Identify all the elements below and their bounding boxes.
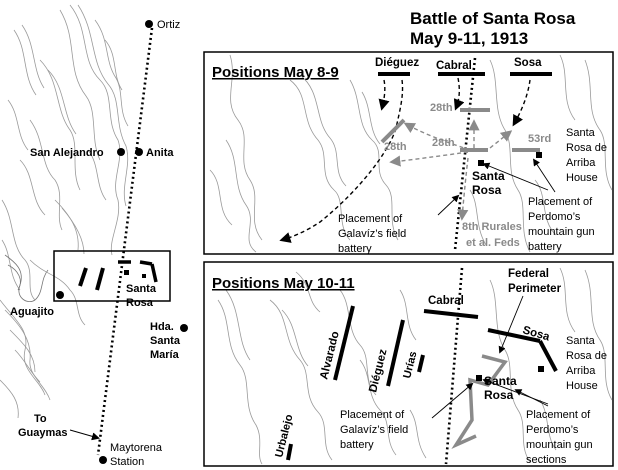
- perdomo2-label-4: sections: [526, 454, 567, 466]
- to-guaymas-label-1: To: [34, 413, 47, 425]
- federal-perimeter-line: [451, 354, 508, 450]
- santa-rosa-label-2: Rosa: [472, 183, 502, 197]
- arriba-label-4: House: [566, 172, 598, 184]
- town-aguajito-label: Aguajito: [10, 306, 54, 318]
- federal-label-2: Perimeter: [508, 283, 562, 295]
- dieguez2-line: [386, 319, 405, 387]
- town-ortiz-label: Ortiz: [157, 19, 180, 31]
- panel2-heading: Positions May 10-11: [212, 275, 355, 292]
- rurales-label-1: 8th Rurales: [462, 221, 522, 233]
- santa-rosa-marker: [478, 160, 484, 166]
- santa-rosa-label-1: Santa: [472, 169, 505, 183]
- map-title-line-2: May 9-11, 1913: [410, 29, 528, 48]
- town-hda-santa-maria-marker: [180, 324, 188, 332]
- cabral-label: Cabral: [436, 60, 472, 72]
- arriba2-label-4: House: [566, 380, 598, 392]
- sosa2-line-b: [538, 340, 558, 372]
- urbalejo-line: [286, 443, 293, 461]
- arriba-label-3: Arriba: [566, 157, 596, 169]
- arriba-house-marker: [536, 152, 542, 158]
- town-santa-rosa-label-2: Rosa: [126, 297, 154, 309]
- town-anita-marker: [135, 148, 143, 156]
- galaviz2-label-2: Galavíz’s field: [340, 424, 408, 436]
- rurales-label-2: et al. Feds: [466, 237, 520, 249]
- town-aguajito-marker: [56, 291, 64, 299]
- arriba2-label-2: Rosa de: [566, 350, 607, 362]
- town-san-alejandro-label: San Alejandro: [30, 147, 104, 159]
- sosa2-line: [487, 328, 541, 343]
- town-hda-santa-maria-label-1: Hda.: [150, 321, 174, 333]
- town-hda-santa-maria-label-3: María: [150, 349, 180, 361]
- u28-label-b: 28th: [430, 102, 453, 114]
- galaviz2-label-3: battery: [340, 439, 374, 451]
- arriba2-label-3: Arriba: [566, 365, 596, 377]
- cabral2-label: Cabral: [428, 295, 464, 307]
- town-san-alejandro-marker: [117, 148, 125, 156]
- panel-positions-may-10-11: Positions May 10-11 Alvarado Diéguez Urí…: [203, 261, 614, 467]
- panel1-heading: Positions May 8-9: [212, 64, 339, 81]
- dieguez-label: Diéguez: [375, 57, 419, 69]
- perdomo-label-4: battery: [528, 241, 562, 253]
- town-maytorena-marker: [99, 456, 107, 464]
- galaviz-label-2: Galavíz’s field: [338, 228, 406, 240]
- u28-label-a: 28th: [384, 141, 407, 153]
- galaviz-label-3: battery: [338, 243, 372, 255]
- overview-terrain: [0, 4, 129, 419]
- arriba2-marker: [538, 366, 544, 372]
- town-maytorena-label-2: Station: [110, 456, 144, 468]
- overview-inset-box: [53, 250, 171, 302]
- perdomo2-label-3: mountain gun: [526, 439, 593, 451]
- panel-positions-may-8-9: Positions May 8-9 Diéguez Cabral Sosa 28…: [203, 51, 614, 255]
- santa-rosa2-label-2: Rosa: [484, 388, 514, 402]
- town-anita-label: Anita: [146, 147, 174, 159]
- perdomo2-label-1: Placement of: [526, 409, 591, 421]
- galaviz-label-1: Placement of: [338, 213, 403, 225]
- arriba-label-1: Santa: [566, 127, 596, 139]
- alvarado-line: [333, 305, 355, 381]
- perdomo-label-3: mountain gun: [528, 226, 595, 238]
- town-santa-rosa-label-1: Santa: [126, 283, 157, 295]
- federal-28th-line-a: [380, 118, 406, 144]
- santa-rosa2-label-1: Santa: [484, 374, 517, 388]
- u28-label-c: 28th: [432, 137, 455, 149]
- overview-towns: Ortiz Anita San Alejandro Aguajito Santa…: [10, 19, 188, 468]
- santa-rosa2-marker: [476, 375, 482, 381]
- sosa-label: Sosa: [514, 57, 542, 69]
- perdomo-label-1: Placement of: [528, 196, 593, 208]
- perdomo2-label-2: Perdomo’s: [526, 424, 579, 436]
- to-guaymas-label-2: Guaymas: [18, 427, 68, 439]
- arriba-label-2: Rosa de: [566, 142, 607, 154]
- urias-line: [417, 354, 425, 373]
- overview-railroad: [96, 27, 154, 456]
- town-hda-santa-maria-label-2: Santa: [150, 335, 181, 347]
- cabral2-line: [423, 309, 479, 319]
- perdomo-label-2: Perdomo’s: [528, 211, 581, 223]
- town-ortiz-marker: [145, 20, 153, 28]
- arriba2-label-1: Santa: [566, 335, 596, 347]
- u53-label: 53rd: [528, 133, 551, 145]
- town-maytorena-label-1: Maytorena: [110, 442, 163, 454]
- galaviz2-label-1: Placement of: [340, 409, 405, 421]
- map-title-line-1: Battle of Santa Rosa: [410, 9, 576, 28]
- to-guaymas-arrow: [69, 429, 100, 441]
- federal-label-1: Federal: [508, 268, 549, 280]
